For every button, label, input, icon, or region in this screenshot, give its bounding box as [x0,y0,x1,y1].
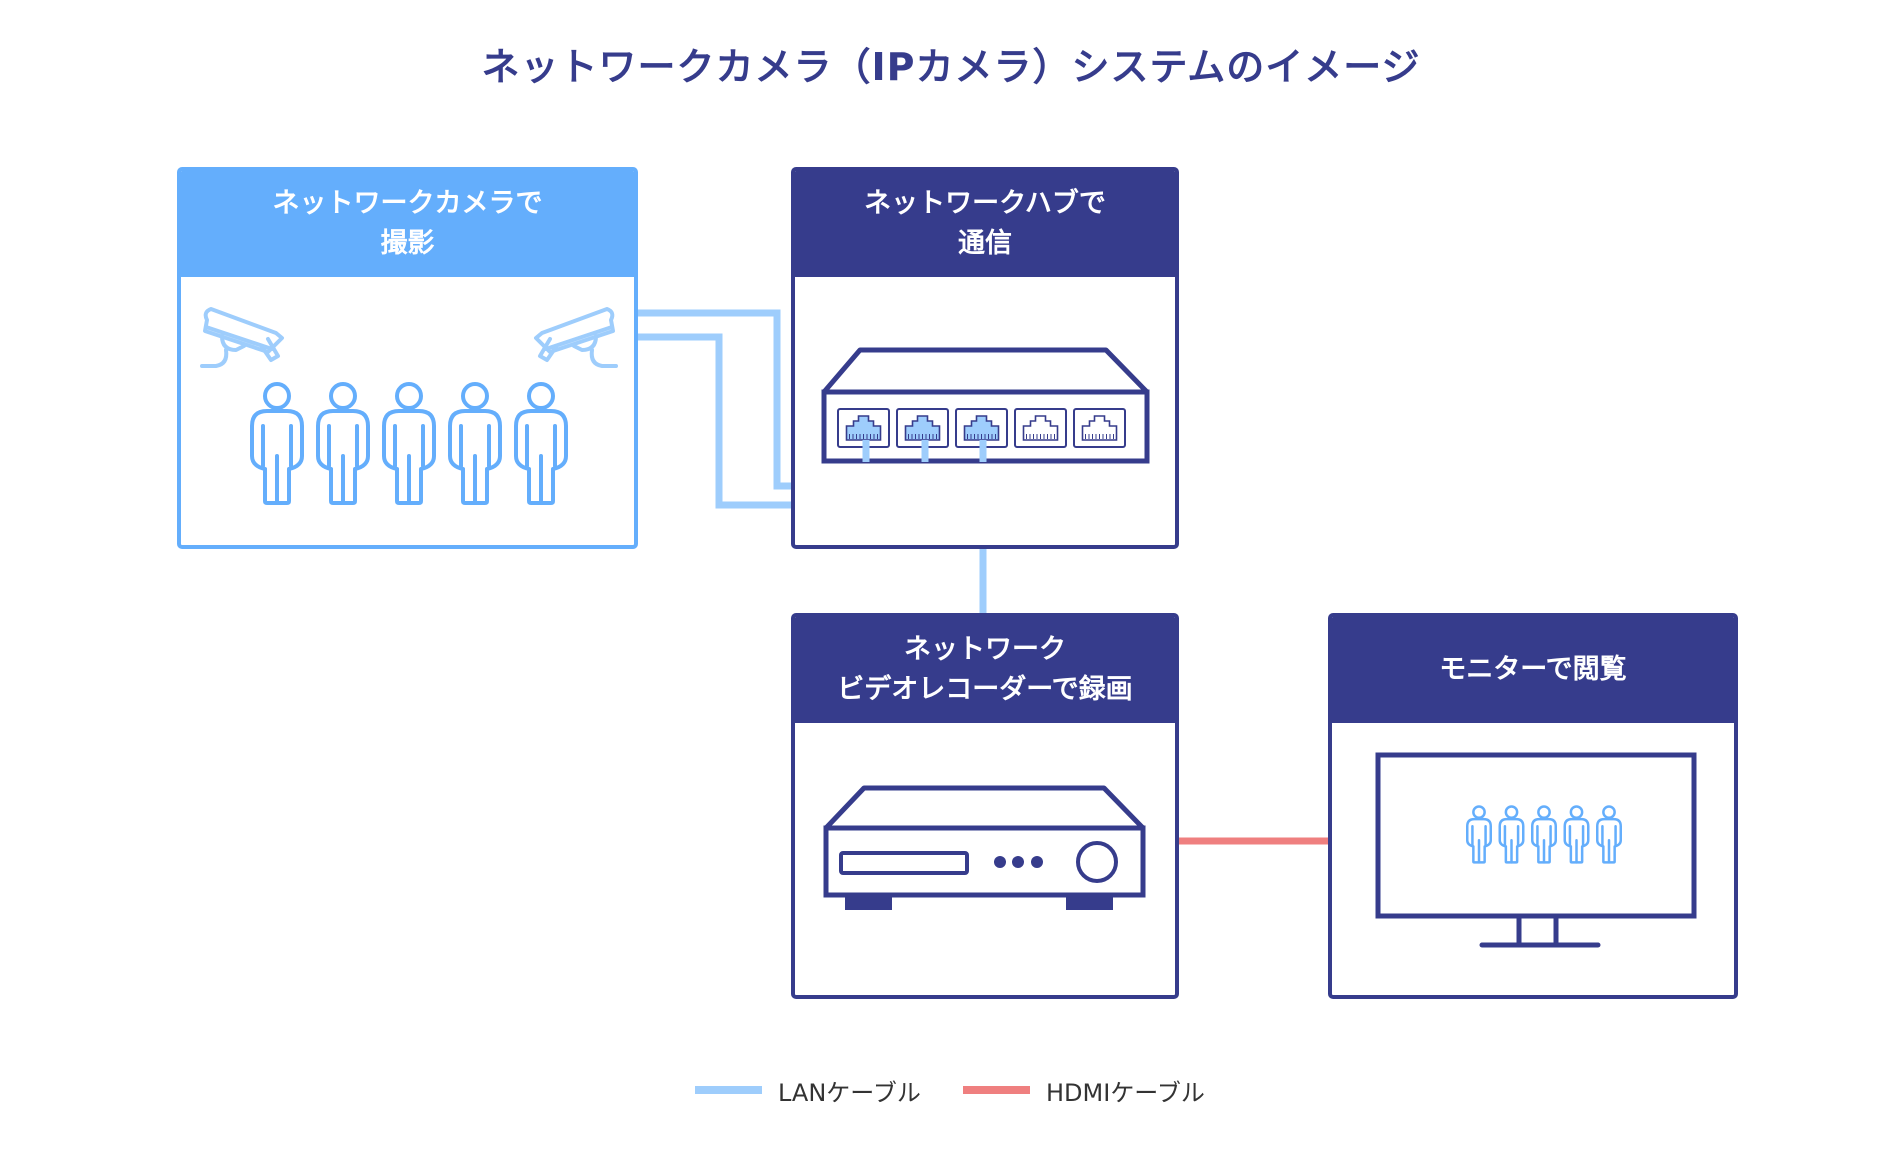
hub-box-header: ネットワークハブで 通信 [795,171,1175,277]
lan-cable-swatch [695,1086,762,1094]
legend-item-hdmi: HDMIケーブル [963,1070,1205,1110]
diagram-title: ネットワークカメラ（IPカメラ）システムのイメージ [481,45,1421,89]
recorder-box-title-line2: ビデオレコーダーで録画 [837,674,1133,705]
hub-box-title-line1: ネットワークハブで [864,188,1106,219]
camera-box-title-line1: ネットワークカメラで [272,188,543,219]
hub-box-title-line2: 通信 [958,228,1012,259]
recorder-box: ネットワーク ビデオレコーダーで録画 [791,613,1179,999]
legend-label-lan: LANケーブル [778,1078,921,1107]
camera-box-header: ネットワークカメラで 撮影 [181,171,634,277]
monitor-box-title: モニターで閲覧 [1439,654,1627,685]
hdmi-cable-swatch [963,1086,1030,1094]
camera-box: ネットワークカメラで 撮影 [177,167,638,549]
hub-box: ネットワークハブで 通信 [791,167,1179,549]
monitor-box-header: モニターで閲覧 [1332,617,1734,723]
recorder-box-title-line1: ネットワーク [904,634,1066,665]
monitor-box: モニターで閲覧 [1328,613,1738,999]
legend-label-hdmi: HDMIケーブル [1046,1078,1205,1107]
legend-item-lan: LANケーブル [695,1070,921,1110]
recorder-box-header: ネットワーク ビデオレコーダーで録画 [795,617,1175,723]
legend: LANケーブル HDMIケーブル [0,1070,1902,1110]
camera-box-title-line2: 撮影 [380,228,435,259]
